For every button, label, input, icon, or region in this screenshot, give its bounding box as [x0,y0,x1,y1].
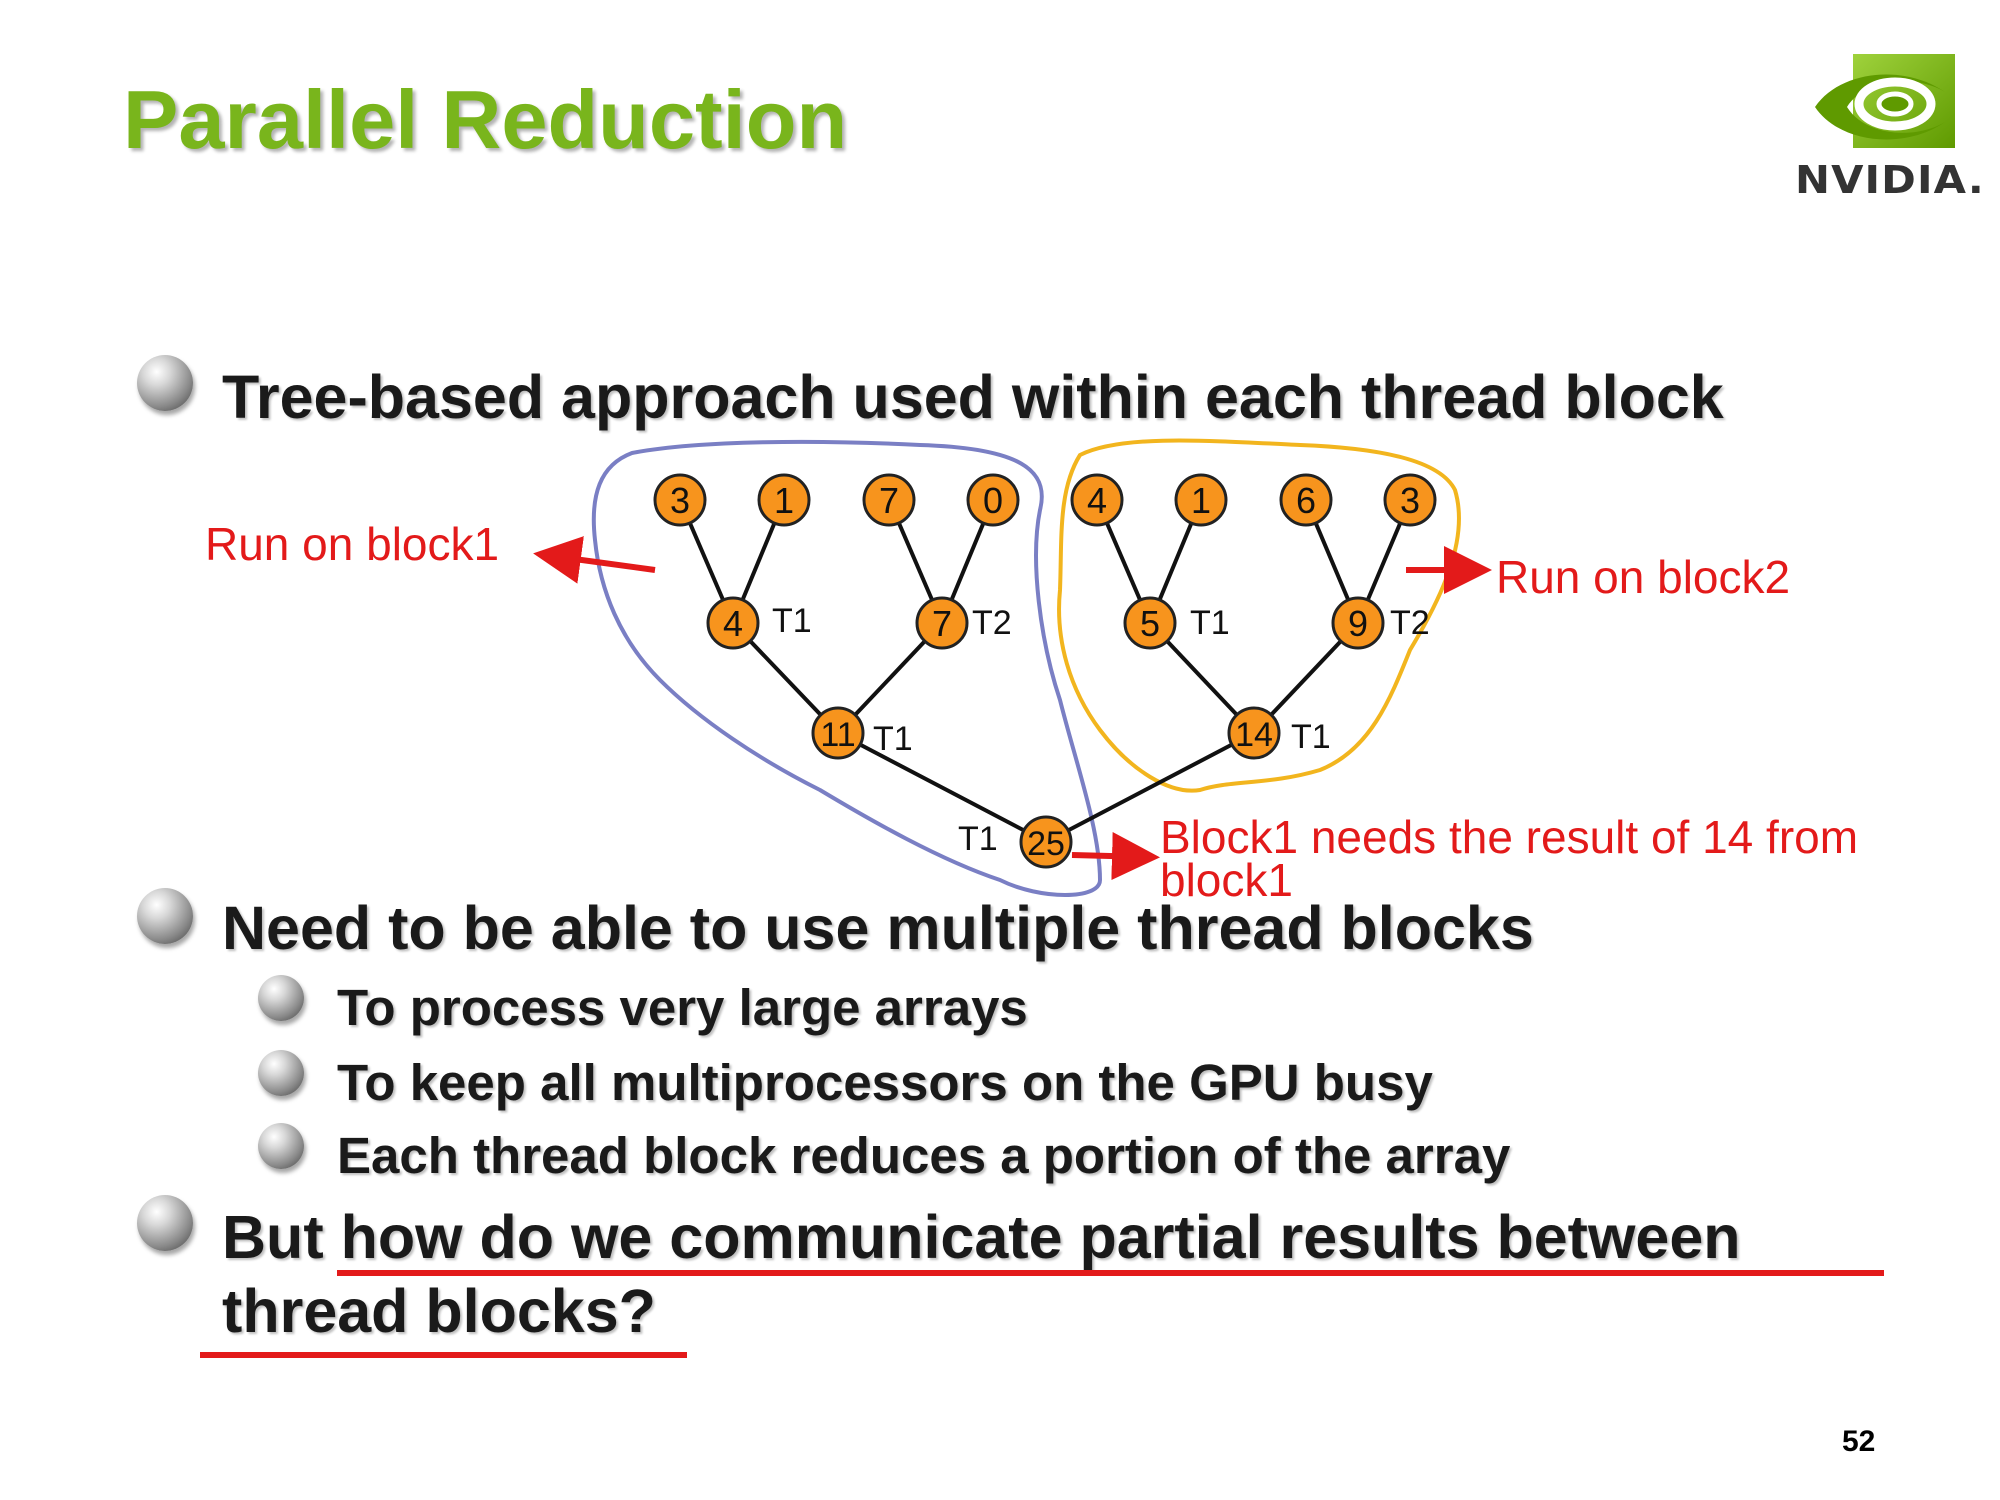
thread-label: T1 [772,602,812,640]
tree-node: 11 [811,706,865,760]
tree-node: 7 [862,473,916,527]
block1-arrow [533,536,656,584]
node-value: 7 [879,480,899,521]
sub-bullet-multiprocessors: To keep all multiprocessors on the GPU b… [337,1054,1433,1111]
thread-label: T2 [972,604,1012,642]
root-node: 25 [1019,815,1073,869]
question-prefix: But [222,1203,341,1271]
bullet-icon [137,888,193,944]
bullet-tree-based: Tree-based approach used within each thr… [222,363,1724,431]
sub-bullet-portion: Each thread block reduces a portion of t… [337,1127,1511,1184]
tree-node: 1 [1174,473,1228,527]
level1-nodes: 4 T1 7 T2 5 T1 9 T2 [706,596,1430,650]
bullet-icon [137,1195,193,1251]
node-value: 6 [1296,480,1316,521]
node-value: 1 [774,480,794,521]
tree-node: 4 [1070,473,1124,527]
bullet-multiple-blocks: Need to be able to use multiple thread b… [222,894,1534,962]
red-underline [337,1270,1884,1276]
bullet-icon [137,355,193,411]
level2-nodes: 11 T1 14 T1 [811,706,1331,760]
node-value: 4 [1087,480,1107,521]
thread-label: T2 [1390,604,1430,642]
result-arrow [1071,832,1160,881]
nvidia-eye-icon [1815,54,1955,148]
thread-label: T1 [1291,718,1331,756]
block1-label: Run on block1 [205,518,499,570]
node-value: 14 [1235,716,1273,754]
bullet-question-line1: But how do we communicate partial result… [222,1202,1741,1272]
tree-edges [678,499,1412,844]
tree-node: 9 [1331,596,1385,650]
block2-outline [1057,438,1461,793]
needs-result-label-line2: block1 [1160,854,1293,906]
thread-label: T1 [1190,604,1230,642]
tree-node: 6 [1279,473,1333,527]
tree-node: 4 [706,596,760,650]
bullet-question-line2: thread blocks? [222,1277,656,1345]
node-value: 3 [1400,480,1420,521]
node-value: 7 [932,603,952,644]
slide-title: Parallel Reduction [123,73,848,166]
leaf-nodes: 3 1 7 0 4 1 6 3 [653,473,1437,527]
node-value: 1 [1191,480,1211,521]
tree-node: 3 [653,473,707,527]
node-value: 9 [1348,603,1368,644]
node-value: 5 [1140,603,1160,644]
tree-node: 3 [1383,473,1437,527]
sub-bullet-large-arrays: To process very large arrays [337,979,1028,1036]
tree-node: 1 [757,473,811,527]
nvidia-logo: NVIDIA. [1795,52,1995,212]
sub-bullet-icon [258,975,304,1021]
sub-bullet-icon [258,1123,304,1169]
block2-label: Run on block2 [1496,551,1790,603]
thread-label: T1 [958,820,998,858]
tree-node: 5 [1123,596,1177,650]
nvidia-wordmark: NVIDIA. [1795,158,1985,202]
page-number: 52 [1842,1425,1876,1458]
question-highlight: how do we communicate partial results be… [340,1203,1741,1271]
tree-node: 7 [915,596,969,650]
tree-node: 14 [1227,706,1281,760]
node-value: 0 [983,480,1003,521]
tree-node: 0 [966,473,1020,527]
node-value: 3 [670,480,690,521]
thread-label: T1 [873,720,913,758]
node-value: 4 [723,603,743,644]
needs-result-label-line1: Block1 needs the result of 14 from [1160,811,1858,863]
node-value: 11 [820,716,855,754]
sub-bullet-icon [258,1050,304,1096]
red-underline [200,1352,687,1358]
node-value: 25 [1027,825,1065,863]
block1-outline [591,439,1103,897]
